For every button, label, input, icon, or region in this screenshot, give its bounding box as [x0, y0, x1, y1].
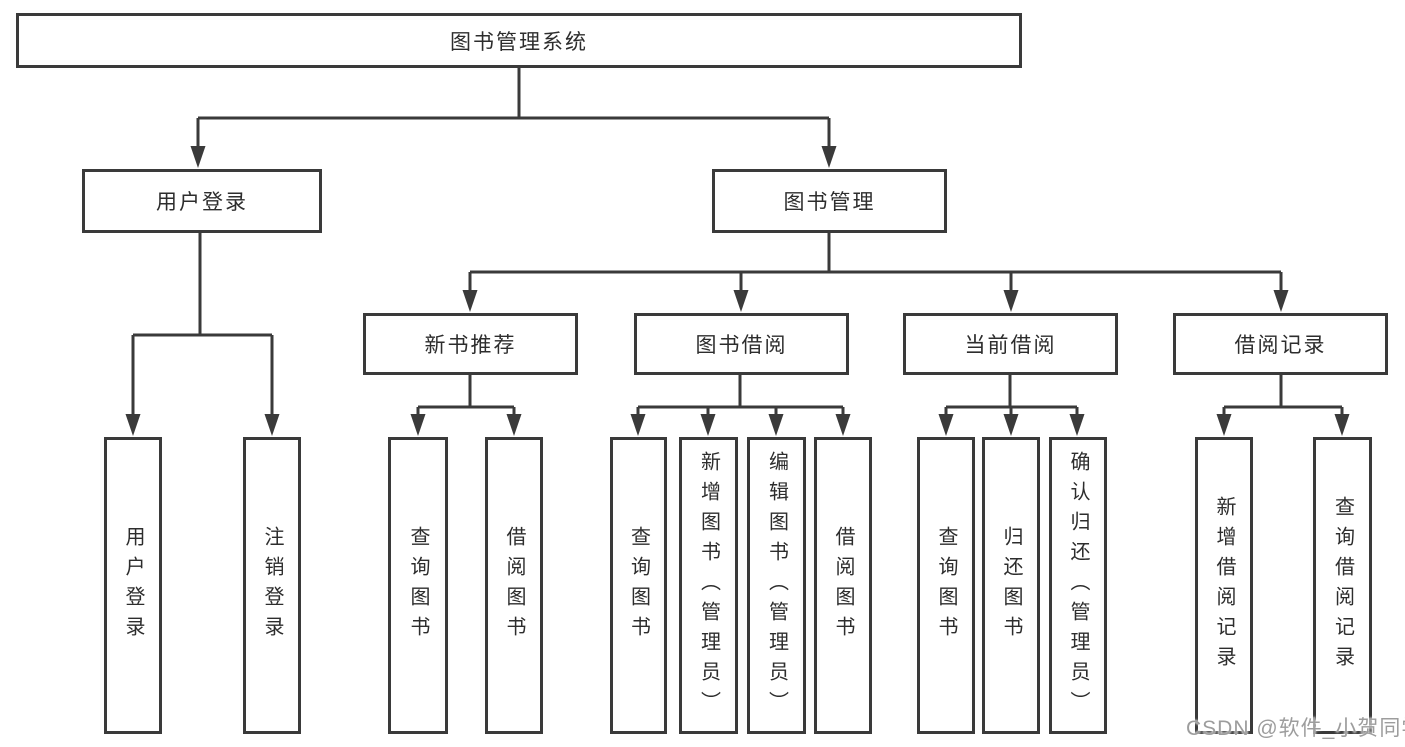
arrow-down-icon [938, 414, 954, 436]
leaf-confirm-return-admin: 确认归还（管理员） [1049, 437, 1107, 734]
node-user-login-label: 用户登录 [156, 191, 248, 214]
leaf-query-books-current: 查询图书 [917, 437, 975, 734]
leaf-confirm-return-admin-label: 确认归还（管理员） [1067, 450, 1089, 721]
arrow-down-icon [462, 290, 478, 312]
leaf-query-books-borrow: 查询图书 [610, 437, 667, 734]
leaf-edit-books-admin: 编辑图书（管理员） [747, 437, 806, 734]
node-user-login: 用户登录 [82, 169, 322, 233]
leaf-user-login: 用户登录 [104, 437, 162, 734]
node-root: 图书管理系统 [16, 13, 1022, 68]
node-borrow-records-label: 借阅记录 [1234, 334, 1327, 357]
connector-new-book-children [416, 375, 516, 414]
arrow-down-icon [733, 290, 749, 312]
leaf-query-borrow-record-label: 查询借阅记录 [1331, 495, 1354, 676]
leaf-borrow-books-recommend-label: 借阅图书 [503, 525, 525, 646]
connector-borrow-record-children [1222, 375, 1344, 414]
connector-user-login-children [131, 233, 274, 414]
node-book-management: 图书管理 [712, 169, 947, 233]
leaf-borrow-books-borrow: 借阅图书 [814, 437, 872, 734]
arrow-down-icon [125, 414, 141, 436]
arrow-down-icon [630, 414, 646, 436]
connector-root-to-level2 [196, 68, 831, 146]
leaf-query-books-recommend: 查询图书 [388, 437, 448, 734]
leaf-return-books: 归还图书 [982, 437, 1040, 734]
leaf-logout-login-label: 注销登录 [261, 525, 283, 646]
node-current-borrow-label: 当前借阅 [964, 334, 1057, 357]
leaf-add-borrow-record-label: 新增借阅记录 [1213, 495, 1235, 676]
arrow-down-icon [821, 146, 837, 168]
leaf-query-books-recommend-label: 查询图书 [407, 525, 429, 646]
leaf-user-login-label: 用户登录 [122, 525, 144, 646]
arrow-down-icon [700, 414, 716, 436]
arrow-down-icon [190, 146, 206, 168]
leaf-query-books-current-label: 查询图书 [935, 525, 957, 646]
leaf-query-borrow-record: 查询借阅记录 [1313, 437, 1372, 734]
node-book-borrow-label: 图书借阅 [695, 334, 788, 357]
node-current-borrow: 当前借阅 [903, 313, 1118, 375]
arrowhead-icons [125, 146, 1350, 436]
node-book-management-label: 图书管理 [783, 191, 876, 214]
leaf-add-books-admin-label: 新增图书（管理员） [697, 450, 720, 721]
connector-current-borrow-children [944, 375, 1079, 414]
leaf-borrow-books-recommend: 借阅图书 [485, 437, 543, 734]
arrow-down-icon [1216, 414, 1232, 436]
arrow-down-icon [1003, 290, 1019, 312]
leaf-edit-books-admin-label: 编辑图书（管理员） [765, 450, 788, 721]
node-book-borrow: 图书借阅 [634, 313, 849, 375]
arrow-down-icon [768, 414, 784, 436]
arrow-down-icon [1273, 290, 1289, 312]
leaf-borrow-books-borrow-label: 借阅图书 [832, 525, 854, 646]
arrow-down-icon [264, 414, 280, 436]
arrow-down-icon [1069, 414, 1085, 436]
node-root-label: 图书管理系统 [450, 30, 588, 54]
leaf-logout-login: 注销登录 [243, 437, 301, 734]
leaf-add-books-admin: 新增图书（管理员） [679, 437, 738, 734]
connector-book-mgmt-children [468, 233, 1283, 290]
arrow-down-icon [410, 414, 426, 436]
leaf-return-books-label: 归还图书 [1000, 525, 1022, 646]
leaf-query-books-borrow-label: 查询图书 [627, 525, 650, 646]
leaf-add-borrow-record: 新增借阅记录 [1195, 437, 1253, 734]
arrow-down-icon [1334, 414, 1350, 436]
node-new-book-recommend: 新书推荐 [363, 313, 578, 375]
arrow-down-icon [835, 414, 851, 436]
node-borrow-records: 借阅记录 [1173, 313, 1388, 375]
connector-book-borrow-children [636, 375, 845, 414]
arrow-down-icon [506, 414, 522, 436]
node-new-book-recommend-label: 新书推荐 [424, 334, 517, 357]
arrow-down-icon [1003, 414, 1019, 436]
csdn-watermark: CSDN @软件_小贺同学 [1186, 717, 1405, 740]
